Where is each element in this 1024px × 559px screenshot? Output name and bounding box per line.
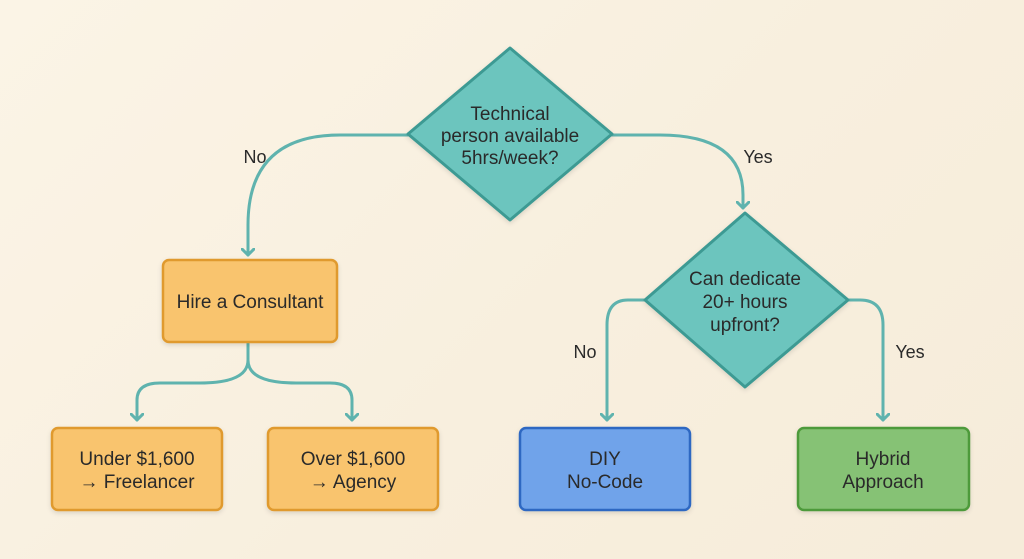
edge-label-technical-yes: Yes xyxy=(743,147,772,167)
node-freelancer-line-1: Under $1,600 xyxy=(79,449,194,470)
connector-consultant-agency xyxy=(246,358,352,422)
node-diy-line-2: No-Code xyxy=(567,472,643,493)
decision-dedicate-hours xyxy=(643,211,850,389)
connector-technical-no xyxy=(248,133,410,257)
connector-technical-yes xyxy=(608,133,743,210)
node-diy-line-1: DIY xyxy=(589,449,621,470)
node-diy-no-code xyxy=(518,426,692,512)
decision-dedicate-line-2: 20+ hours xyxy=(702,292,787,313)
node-hybrid-line-1: Hybrid xyxy=(856,449,911,470)
node-hire-consultant xyxy=(161,258,339,344)
node-agency-line-1: Over $1,600 xyxy=(301,449,406,470)
decision-dedicate-line-1: Can dedicate xyxy=(689,269,801,290)
node-hire-consultant-label: Hire a Consultant xyxy=(177,292,325,313)
node-agency xyxy=(266,426,440,512)
node-hybrid-approach xyxy=(796,426,971,512)
node-hybrid-line-2: Approach xyxy=(842,472,923,493)
connector-dedicate-no xyxy=(607,298,647,422)
node-agency-line-2: → Agency xyxy=(310,472,397,493)
edge-label-dedicate-yes: Yes xyxy=(895,342,924,362)
decision-technical-line-3: 5hrs/week? xyxy=(461,148,558,169)
edge-label-dedicate-no: No xyxy=(573,342,596,362)
connector-dedicate-yes xyxy=(846,298,883,422)
connector-consultant-freelancer xyxy=(137,341,250,422)
edge-label-technical-no: No xyxy=(243,147,266,167)
connectors xyxy=(137,133,883,422)
decision-technical-person xyxy=(406,46,614,222)
decision-technical-line-2: person available xyxy=(441,126,579,147)
node-freelancer-line-2: → Freelancer xyxy=(79,472,195,493)
decision-dedicate-line-3: upfront? xyxy=(710,315,780,336)
decision-technical-line-1: Technical xyxy=(470,104,549,125)
node-freelancer xyxy=(50,426,224,512)
